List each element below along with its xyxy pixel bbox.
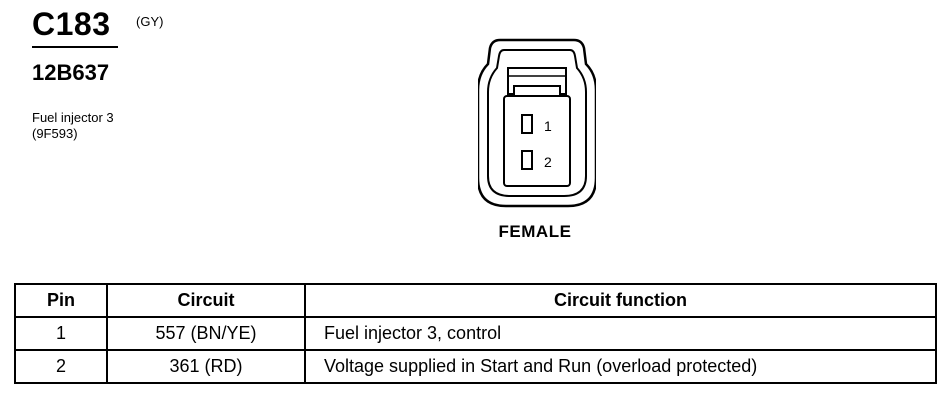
row-circuit: 557 (BN/YE) (106, 316, 306, 351)
row-circuit-function: Voltage supplied in Start and Run (overl… (304, 349, 937, 384)
row-circuit: 361 (RD) (106, 349, 306, 384)
pin-1-cavity (521, 114, 533, 134)
header-pin: Pin (14, 283, 108, 318)
part-number: 12B637 (32, 60, 110, 85)
pin-cavity-frame (503, 95, 571, 187)
header-circuit-function: Circuit function (304, 283, 937, 318)
component-name: Fuel injector 3 (32, 110, 114, 125)
connector-id: C183 (32, 6, 111, 42)
title-underline (32, 46, 118, 48)
pinout-table: Pin Circuit Circuit function 1 557 (BN/Y… (14, 283, 937, 384)
table-header-row: Pin Circuit Circuit function (14, 283, 937, 318)
component-code: (9F593) (32, 126, 78, 141)
connector-color-code: (GY) (136, 14, 164, 29)
connector-gender-label: FEMALE (498, 222, 572, 241)
connector-inner-shell (487, 49, 587, 197)
table-row: 2 361 (RD) Voltage supplied in Start and… (14, 349, 937, 384)
pin-1-label: 1 (544, 118, 552, 134)
pin-2-cavity (521, 150, 533, 170)
row-pin: 2 (14, 349, 108, 384)
connector-face-diagram: 1 2 (478, 38, 596, 208)
header-circuit: Circuit (106, 283, 306, 318)
component-description: Fuel injector 3 (9F593) (32, 110, 114, 142)
row-circuit-function: Fuel injector 3, control (304, 316, 937, 351)
row-pin: 1 (14, 316, 108, 351)
connector-outer-shell (478, 38, 596, 208)
connector-latch (507, 67, 567, 95)
table-row: 1 557 (BN/YE) Fuel injector 3, control (14, 316, 937, 351)
pin-2-label: 2 (544, 154, 552, 170)
